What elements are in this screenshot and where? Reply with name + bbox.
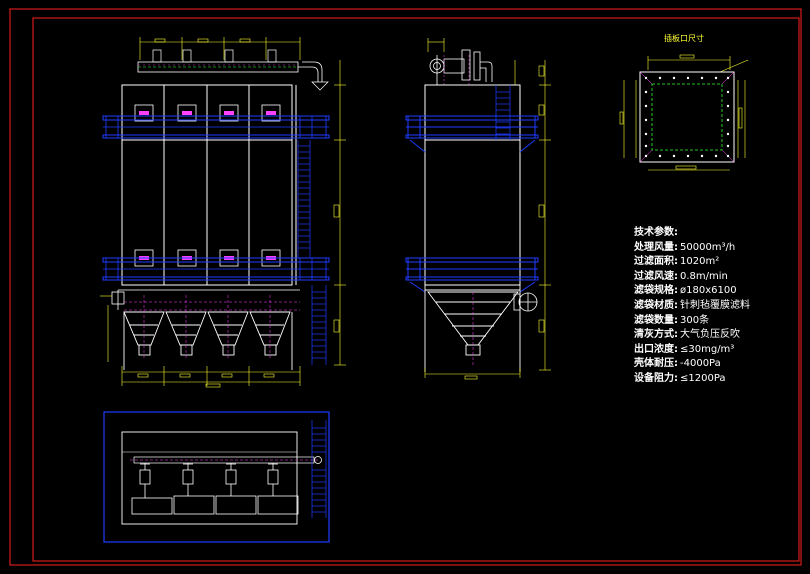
front-upper-platform (102, 115, 330, 139)
side-hopper (424, 285, 521, 372)
side-upper-platform (405, 115, 539, 153)
param-row: 设备阻力: ≤1200Pa (634, 372, 794, 387)
param-key: 设备阻力: (634, 372, 678, 384)
side-lower-platform (405, 257, 539, 293)
side-inlet (513, 292, 538, 312)
inset-dimensions (619, 54, 749, 171)
param-key: 处理风量: (634, 241, 678, 253)
front-lower-platform (102, 257, 330, 281)
side-bottom-dimension (424, 368, 521, 380)
param-key: 出口浓度: (634, 343, 678, 355)
inset-bolt-holes (644, 76, 730, 158)
front-bottom-dimensions (107, 305, 301, 388)
front-body (121, 84, 297, 286)
inset-title: 插板口尺寸 (664, 34, 704, 43)
plan-stair (311, 420, 327, 518)
param-row: 滤袋数量: 300条 (634, 314, 794, 329)
param-key: 清灰方式: (634, 329, 678, 341)
front-inlet-duct (100, 291, 125, 305)
side-ladder (495, 85, 511, 140)
side-top-equipment (429, 49, 493, 85)
front-air-header (137, 49, 329, 91)
param-value: 1020m² (680, 256, 720, 268)
param-key: 过滤面积: (634, 256, 678, 268)
drawing-frame (9, 8, 802, 566)
param-row: 壳体耐压: -4000Pa (634, 357, 794, 372)
param-key: 滤袋规格: (634, 285, 678, 297)
plan-valves (131, 463, 299, 515)
param-value: 大气负压反吹 (680, 329, 740, 341)
param-value: ≤1200Pa (680, 372, 726, 384)
tech-params-block: 技术参数: 处理风量: 50000m³/h 过滤面积: 1020m² 过滤风速:… (634, 226, 794, 387)
side-right-dimensions (538, 60, 551, 371)
param-row: 清灰方式: 大气负压反吹 (634, 328, 794, 343)
front-legs (123, 312, 293, 370)
param-key: 过滤风速: (634, 270, 678, 282)
param-key: 滤袋材质: (634, 299, 678, 311)
front-top-dimensions (139, 37, 301, 60)
param-key: 滤袋数量: (634, 314, 678, 326)
param-value: 50000m³/h (680, 241, 736, 253)
front-hoppers (123, 311, 291, 356)
param-row: 滤袋材质: 针刺毡覆膜滤料 (634, 299, 794, 314)
param-row: 出口浓度: ≤30mg/m³ (634, 343, 794, 358)
param-value: -4000Pa (680, 358, 721, 370)
param-value: ≤30mg/m³ (680, 343, 735, 355)
param-row: 处理风量: 50000m³/h (634, 241, 794, 256)
front-ladder (297, 140, 327, 365)
param-value: ø180x6100 (680, 285, 737, 297)
side-top-dimensions (427, 38, 516, 85)
param-row: 滤袋规格: ø180x6100 (634, 284, 794, 299)
param-value: 300条 (680, 314, 710, 326)
front-hopper-centerlines (143, 295, 271, 360)
front-right-dimensions (333, 60, 346, 366)
param-key: 壳体耐压: (634, 358, 678, 370)
param-row: 过滤风速: 0.8m/min (634, 270, 794, 285)
param-value: 针刺毡覆膜滤料 (680, 299, 750, 311)
param-row: 过滤面积: 1020m² (634, 255, 794, 270)
side-body (424, 84, 521, 286)
inset-damper-drawing (619, 54, 749, 171)
plan-view (103, 411, 330, 543)
front-elevation (100, 37, 346, 388)
param-value: 0.8m/min (680, 270, 728, 282)
tech-params-heading: 技术参数: (634, 227, 678, 238)
side-elevation (405, 38, 551, 380)
